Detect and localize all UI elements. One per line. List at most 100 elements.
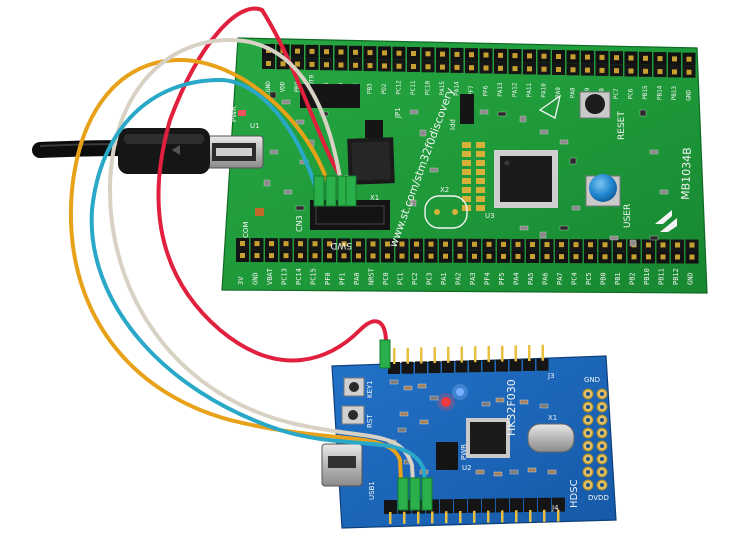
header-pin-contact (396, 63, 402, 69)
green-label-com: COM (242, 222, 250, 238)
through-hole (586, 444, 590, 448)
header-pin-contact (338, 62, 344, 68)
green-top-header (262, 44, 696, 78)
bottom-pin-label: PC14 (295, 268, 303, 285)
top-pin-label: PA9 (555, 87, 562, 98)
header-pin-contact (382, 63, 387, 69)
green-model-label: MB1034B (679, 147, 694, 200)
smd-component (519, 399, 529, 405)
header-pin-contact (338, 49, 344, 55)
header-pin-contact (440, 51, 445, 57)
header-pin (468, 498, 481, 513)
header-pin (455, 360, 468, 373)
through-hole (600, 457, 604, 461)
smd-component (281, 99, 291, 105)
header-pin-contact (341, 241, 347, 247)
header-pin-contact (353, 49, 358, 55)
blue-osc-label: HDSC (569, 479, 580, 508)
bottom-pin-label: PB10 (643, 268, 651, 285)
smd-component (429, 395, 439, 401)
header-pin-contact (327, 253, 332, 259)
header-pin-contact (324, 49, 329, 55)
main-mcu-chip (494, 150, 558, 208)
header-pin-contact (541, 53, 547, 59)
header-pin-contact (341, 253, 347, 259)
smd-component (539, 231, 547, 239)
bottom-pin-label: PA5 (527, 272, 535, 285)
header-pin (401, 361, 414, 374)
header-pin-contact (660, 254, 666, 260)
header-pin-contact (298, 241, 303, 247)
gold-pad (476, 151, 485, 157)
header-pin (552, 497, 565, 512)
smd-component (509, 469, 519, 475)
top-pin-label: PB3 (367, 83, 374, 94)
smd-component (519, 225, 529, 231)
top-pin-label: GND (265, 81, 272, 92)
header-pin-contact (486, 241, 492, 247)
green-label-pwr: PWR (230, 106, 238, 122)
header-pin (482, 498, 495, 513)
header-pin-contact (559, 254, 564, 260)
blue-right-pads (582, 388, 608, 491)
gold-pad (462, 178, 471, 184)
gold-pad (462, 196, 471, 202)
bottom-pin-label: NRST (368, 267, 376, 285)
through-hole (600, 444, 604, 448)
header-pin-contact (469, 65, 474, 71)
blue-wire-plugs (397, 477, 433, 511)
header-pin-contact (411, 51, 416, 56)
smd-component (495, 397, 505, 403)
header-pin-contact (631, 254, 637, 260)
smd-component (283, 189, 293, 195)
header-pin-post (459, 511, 462, 523)
header-pin-contact (472, 241, 477, 247)
bottom-pin-label: PB0 (600, 272, 608, 285)
header-pin-contact (396, 50, 402, 56)
dupont-plug (345, 175, 357, 207)
bottom-pin-label: VBAT (266, 267, 274, 285)
through-hole (600, 483, 604, 487)
smd-component (519, 115, 527, 123)
bottom-pin-label: PF5 (498, 272, 506, 285)
green-label-cn3: CN3 (295, 215, 304, 232)
smd-component (419, 129, 427, 137)
smd-component (269, 91, 277, 99)
header-pin-contact (643, 55, 648, 61)
blue-label-gnd: GND (584, 376, 600, 384)
dupont-plug (325, 175, 337, 207)
header-pin (496, 359, 508, 372)
green-label-x1: X1 (370, 194, 379, 202)
smd-component (295, 205, 305, 211)
header-pin-contact (280, 61, 286, 67)
header-pin-post (515, 510, 518, 523)
header-pin (388, 362, 400, 374)
bottom-pin-label: PA0 (353, 272, 361, 285)
blue-label-rst: RST (366, 414, 374, 428)
header-pin-contact (628, 68, 634, 74)
bottom-pin-label: PF4 (484, 272, 492, 285)
header-pin-post (447, 346, 450, 363)
header-pin-contact (425, 64, 431, 70)
smd-component (527, 467, 537, 473)
header-pin-contact (399, 253, 405, 259)
header-pin-contact (501, 253, 506, 259)
header-pin-contact (573, 254, 579, 260)
green-top-pin-labels: GNDVDDPB8BOOT0PB6PB5PB4PB3PD2PC12PC11PC1… (265, 74, 693, 100)
top-pin-label: PB14 (657, 85, 664, 100)
smd-component (559, 139, 569, 145)
header-pin-contact (585, 54, 590, 60)
header-pin (482, 359, 495, 372)
bottom-pin-label: PA6 (542, 272, 550, 285)
blue-label-key: KEY1 (366, 380, 374, 398)
header-pin-contact (353, 62, 358, 68)
header-pin-contact (254, 253, 260, 259)
header-pin-post (541, 344, 544, 361)
jumpers (300, 84, 474, 138)
smd-component (639, 109, 647, 117)
header-pin (428, 361, 441, 374)
through-hole (586, 418, 590, 422)
header-pin (384, 500, 397, 514)
header-pin-contact (614, 68, 619, 74)
smd-component (397, 427, 407, 433)
